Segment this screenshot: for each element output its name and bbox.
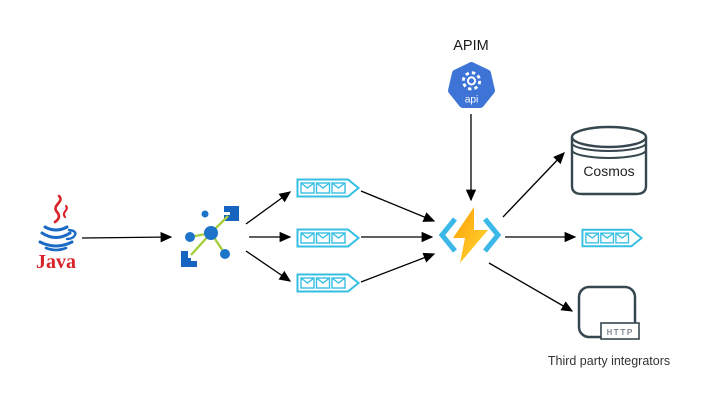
java-label: Java bbox=[36, 251, 76, 273]
queue-icon bbox=[296, 178, 360, 198]
output-queue-node bbox=[581, 228, 643, 248]
function-icon bbox=[438, 207, 502, 263]
left-bracket-icon bbox=[438, 217, 457, 253]
java-node bbox=[32, 194, 80, 254]
edge-queue3-function bbox=[360, 252, 436, 283]
edge-broker-queue1 bbox=[245, 191, 292, 225]
right-bracket-icon bbox=[483, 217, 502, 253]
edge-queue1-function bbox=[360, 190, 436, 222]
apim-label: APIM bbox=[453, 38, 489, 54]
http-badge: HTTP bbox=[607, 327, 634, 338]
http-endpoint-icon: HTTP bbox=[577, 285, 640, 340]
edge-broker-queue3 bbox=[245, 250, 292, 282]
queue-icon bbox=[296, 228, 360, 248]
event-grid-icon bbox=[181, 206, 239, 267]
queue-icon bbox=[581, 228, 643, 248]
java-icon bbox=[38, 194, 77, 252]
queue-2-node bbox=[296, 228, 360, 248]
apim-icon-text: api bbox=[465, 94, 479, 105]
queue-1-node bbox=[296, 178, 360, 198]
queue-3-node bbox=[296, 273, 360, 293]
cosmos-label: Cosmos bbox=[583, 163, 635, 179]
queue-icon bbox=[296, 273, 360, 293]
gear-icon bbox=[461, 71, 482, 91]
function-node bbox=[438, 206, 502, 264]
event-grid-node bbox=[178, 203, 244, 269]
cosmos-node bbox=[569, 123, 649, 197]
database-cylinder-icon bbox=[570, 125, 648, 196]
apim-node: api bbox=[447, 61, 496, 111]
apim-icon: api bbox=[448, 62, 495, 108]
edge-java-broker bbox=[81, 231, 173, 243]
edge-function-cosmos bbox=[502, 152, 565, 218]
third-party-caption: Third party integrators bbox=[547, 354, 671, 368]
edge-function-http bbox=[488, 262, 574, 312]
http-node: HTTP bbox=[576, 284, 642, 342]
lightning-bolt-icon bbox=[453, 207, 488, 263]
